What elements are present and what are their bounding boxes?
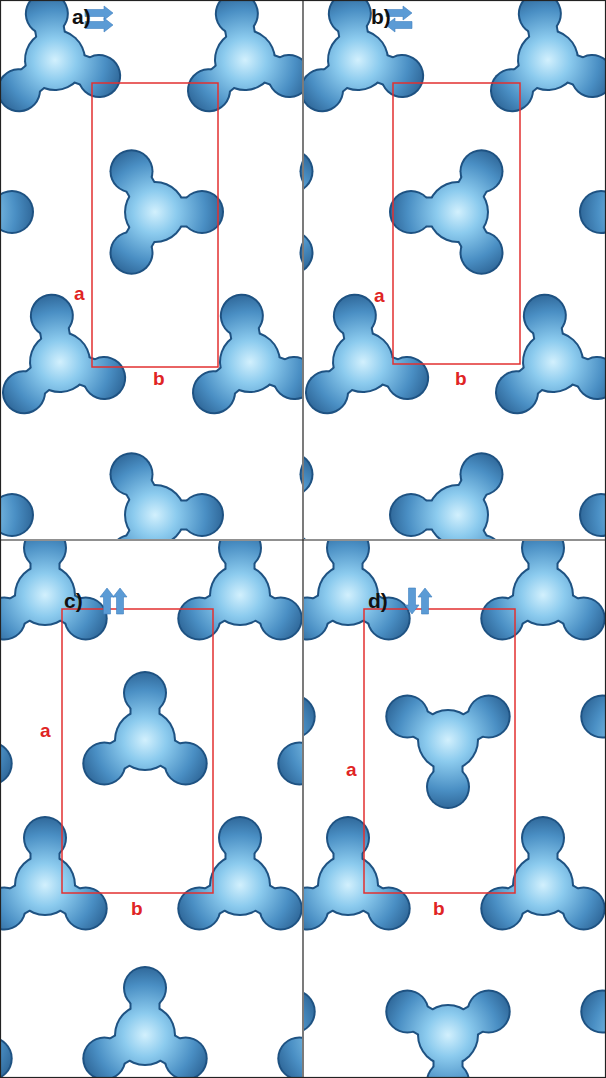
trefoil-molecule: [304, 1, 444, 143]
trefoil-molecule: [177, 816, 302, 931]
trefoil-molecule: [480, 541, 605, 641]
trefoil-molecule: [177, 541, 302, 641]
trefoil-molecule: [484, 1, 606, 143]
trefoil-molecule: [181, 1, 302, 143]
orientation-arrow: [100, 588, 114, 614]
axis-label: a: [346, 760, 357, 779]
unit-cell: [393, 83, 520, 364]
trefoil-molecule: [1, 1, 141, 143]
panel-label: c): [64, 590, 83, 611]
axis-label: a: [74, 284, 85, 303]
trefoil-molecule: [82, 966, 207, 1077]
trefoil-molecule: [277, 671, 302, 786]
trefoil-molecule: [82, 671, 207, 786]
trefoil-molecule: [186, 288, 302, 445]
molecule-layer: [1, 541, 302, 1077]
axis-label: b: [455, 369, 467, 388]
molecule-layer: [304, 1, 606, 539]
trefoil-molecule: [304, 149, 314, 274]
trefoil-molecule: [1, 671, 13, 786]
trefoil-molecule: [300, 149, 303, 274]
panel-label: d): [368, 590, 388, 611]
trefoil-molecule: [304, 990, 316, 1078]
trefoil-molecule: [110, 452, 225, 539]
trefoil-molecule: [580, 990, 606, 1078]
trefoil-molecule: [389, 149, 504, 274]
axis-label: a: [374, 286, 385, 305]
trefoil-molecule: [304, 452, 314, 539]
trefoil-molecule: [304, 541, 411, 641]
trefoil-molecule: [385, 695, 510, 810]
unit-cell: [364, 609, 515, 893]
trefoil-molecule: [300, 452, 303, 539]
axis-label: b: [131, 899, 143, 918]
axis-label: b: [433, 899, 445, 918]
trefoil-molecule: [277, 966, 302, 1077]
trefoil-molecule: [480, 816, 605, 931]
orientation-arrow: [405, 588, 419, 614]
trefoil-molecule: [1, 452, 34, 539]
orientation-arrow: [418, 588, 432, 614]
molecule-layer: [304, 541, 606, 1077]
trefoil-molecule: [304, 695, 316, 810]
orientation-arrow: [113, 588, 127, 614]
trefoil-molecule: [579, 452, 606, 539]
panel-label: a): [72, 6, 91, 27]
trefoil-molecule: [1, 149, 34, 274]
trefoil-molecule: [579, 149, 606, 274]
axis-label: a: [40, 721, 51, 740]
trefoil-molecule: [304, 816, 411, 931]
trefoil-molecule: [385, 990, 510, 1078]
trefoil-molecule: [1, 966, 13, 1077]
unit-cell: [92, 83, 218, 367]
trefoil-molecule: [1, 816, 108, 931]
trefoil-molecule: [1, 541, 108, 641]
trefoil-molecule: [1, 288, 146, 445]
unit-cell: [62, 609, 213, 893]
trefoil-molecule: [580, 695, 606, 810]
molecule-layer: [1, 1, 302, 539]
panel-label: b): [371, 6, 391, 27]
trefoil-molecule: [304, 288, 449, 445]
trefoil-molecule: [389, 452, 504, 539]
trefoil-molecule: [489, 288, 606, 445]
trefoil-molecule: [110, 149, 225, 274]
axis-label: b: [153, 369, 165, 388]
